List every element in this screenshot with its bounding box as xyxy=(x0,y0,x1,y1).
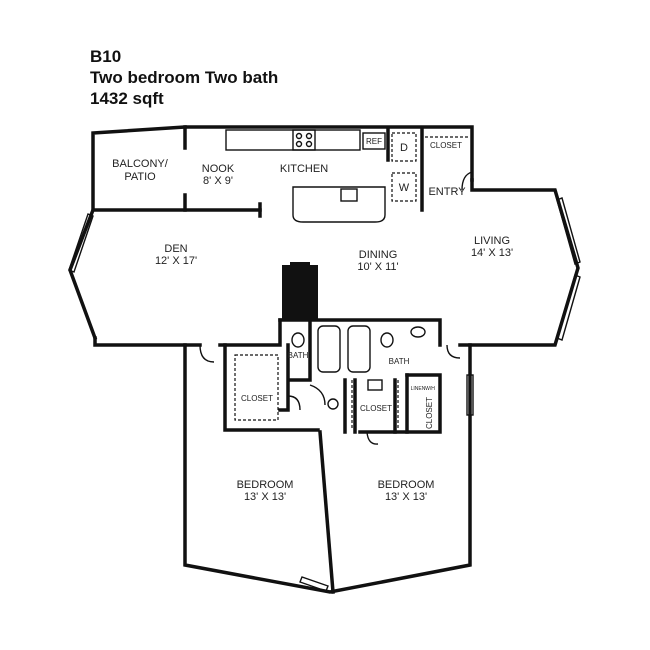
labels: BALCONY/ PATIO NOOK 8' X 9' KITCHEN REF … xyxy=(112,137,513,503)
doors xyxy=(199,171,473,445)
kitchen-fixtures xyxy=(225,129,470,223)
bedroom1-size: 13' X 13' xyxy=(244,491,286,503)
fireplace xyxy=(282,265,318,320)
unit-name: B10 xyxy=(90,47,122,66)
bathtub-icon xyxy=(347,325,371,373)
kitchen-label: KITCHEN xyxy=(280,163,328,175)
dining-label: DINING xyxy=(359,249,398,261)
kitchen-island xyxy=(292,186,386,223)
dining-size: 10' X 11' xyxy=(357,261,398,273)
sink-icon xyxy=(410,326,426,338)
washer-label: W xyxy=(399,182,410,194)
closet-mid-label: CLOSET xyxy=(360,404,392,413)
entry-label: ENTRY xyxy=(428,186,466,198)
washer-icon xyxy=(391,172,417,202)
plan-header: B10 Two bedroom Two bath 1432 sqft xyxy=(90,46,278,109)
unit-type: Two bedroom Two bath xyxy=(90,68,279,87)
ref-label: REF xyxy=(366,137,382,146)
stove-icon xyxy=(292,129,316,151)
linen-label: LINEN xyxy=(411,386,426,392)
bedroom2-size: 13' X 13' xyxy=(385,491,427,503)
balcony-label: BALCONY/ xyxy=(112,158,169,170)
refrigerator-icon xyxy=(362,132,386,150)
bedroom1-label: BEDROOM xyxy=(237,479,294,491)
toilet-icon xyxy=(291,332,305,348)
entry-closet-label: CLOSET xyxy=(430,141,462,150)
sink-icon xyxy=(340,188,358,202)
living-size: 14' X 13' xyxy=(471,247,513,259)
den-label: DEN xyxy=(164,243,187,255)
windows xyxy=(68,197,581,592)
balcony-label-2: PATIO xyxy=(124,171,156,183)
bath2-label: BATH xyxy=(389,357,410,366)
closet-left-label: CLOSET xyxy=(241,394,273,403)
nook-size: 8' X 9' xyxy=(203,175,233,187)
unit-area: 1432 sqft xyxy=(90,89,164,108)
bath-fixtures xyxy=(234,325,426,430)
closet-shelf xyxy=(234,354,279,421)
water-heater-icon xyxy=(327,398,339,410)
wh-label: W/H xyxy=(425,386,435,392)
bath1-label: BATH xyxy=(288,351,309,360)
walls xyxy=(68,125,580,594)
den-size: 12' X 17' xyxy=(155,255,197,267)
toilet-icon xyxy=(380,332,394,348)
living-label: LIVING xyxy=(474,235,510,247)
bedroom2-label: BEDROOM xyxy=(378,479,435,491)
closet-right-label: CLOSET xyxy=(425,397,434,429)
dryer-icon xyxy=(391,132,417,162)
nook-label: NOOK xyxy=(202,163,235,175)
dryer-label: D xyxy=(400,142,408,154)
bathtub-icon xyxy=(317,325,341,373)
